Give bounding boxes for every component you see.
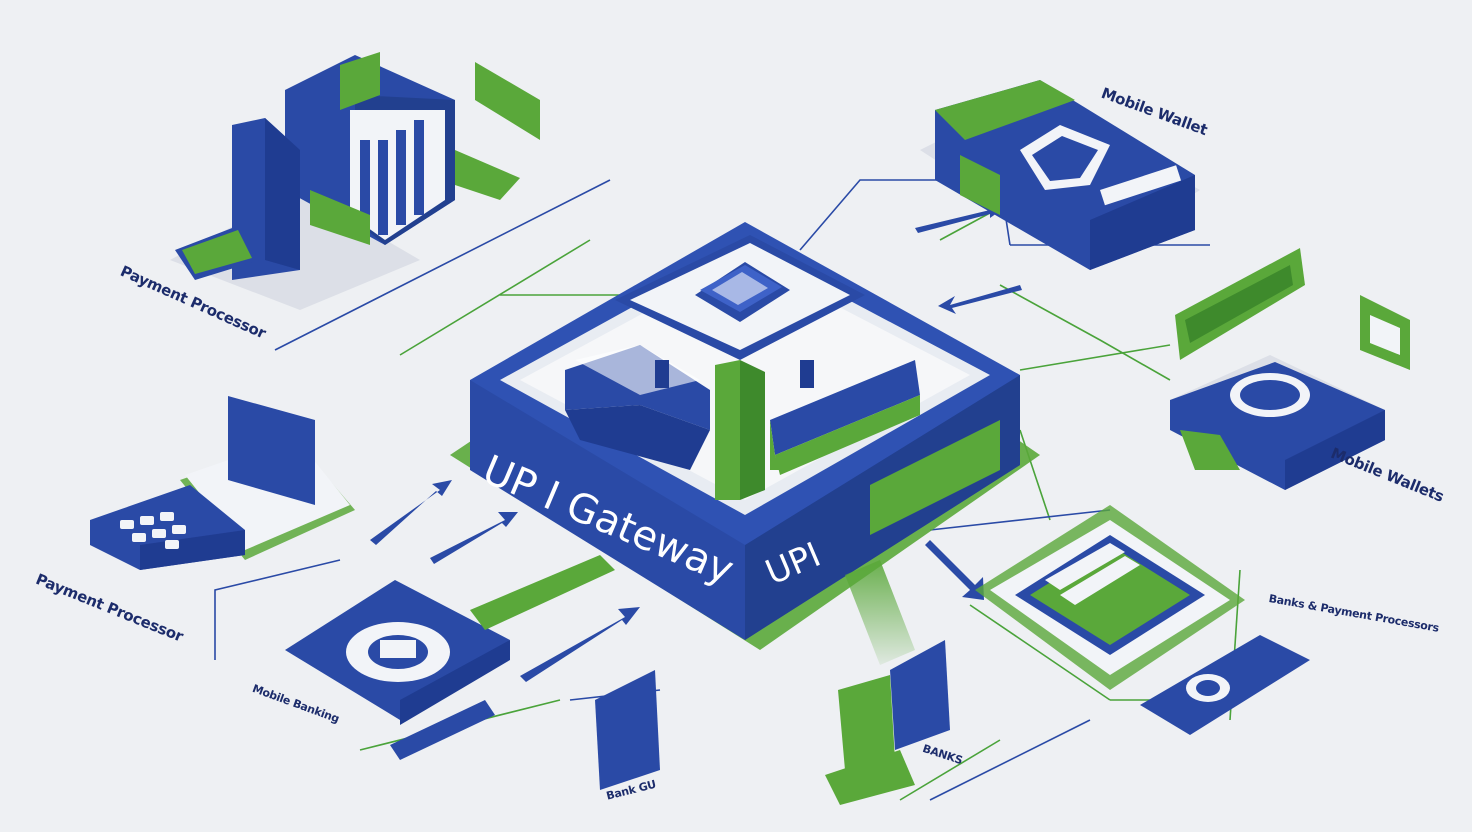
flow-arrows bbox=[370, 204, 1022, 682]
arrow-right-1 bbox=[938, 285, 1022, 314]
arrow-right-2 bbox=[915, 204, 1004, 233]
price-tag-icon bbox=[1360, 295, 1410, 370]
card-terminal-icon bbox=[90, 396, 355, 570]
chat-bubble-icon bbox=[285, 580, 510, 725]
phone-icon bbox=[390, 670, 660, 790]
arrow-left-1 bbox=[370, 480, 452, 545]
green-tag-top bbox=[475, 62, 540, 140]
arrow-left-2 bbox=[430, 512, 518, 564]
wallet-device-icon bbox=[1170, 355, 1385, 490]
green-card-right bbox=[1175, 248, 1305, 360]
green-strip bbox=[470, 555, 615, 630]
arrow-right-3 bbox=[925, 540, 984, 600]
pos-terminal-icon bbox=[825, 640, 950, 805]
bank-building-icon bbox=[170, 52, 520, 310]
upi-gateway-platform bbox=[450, 222, 1040, 665]
arrow-left-3 bbox=[520, 607, 640, 682]
tablet-icon bbox=[975, 505, 1245, 690]
blue-card-icon bbox=[1140, 635, 1310, 735]
mobile-wallet-icon bbox=[920, 80, 1200, 270]
